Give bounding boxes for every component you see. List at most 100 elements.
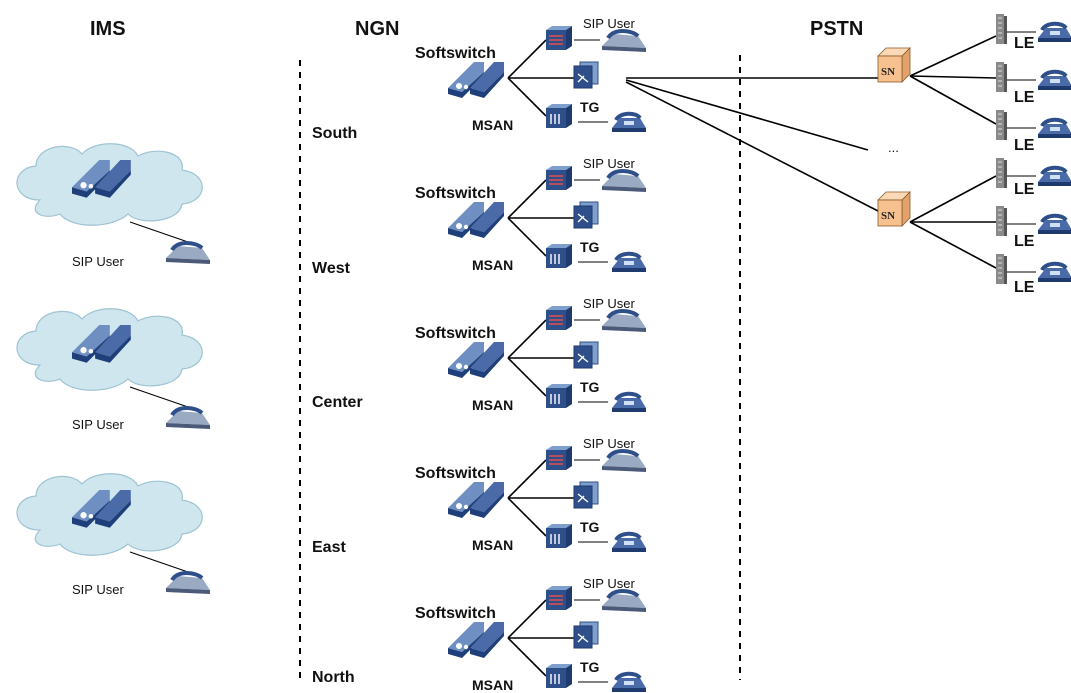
gateway-icon	[573, 201, 599, 229]
le-tower-icon	[995, 109, 1008, 141]
phone-icon	[1036, 261, 1071, 284]
ims-sip-user-label: SIP User	[72, 254, 124, 269]
header-ims: IMS	[90, 18, 126, 40]
sip-server-icon	[545, 445, 573, 471]
softswitch-label: Softswitch	[415, 185, 496, 202]
phone-icon	[610, 251, 648, 274]
phone-icon	[1036, 165, 1071, 188]
phone-icon	[1036, 117, 1071, 140]
sn-node: SN	[877, 191, 911, 227]
sn-label: SN	[881, 66, 895, 78]
ims-sip-user-label: SIP User	[72, 582, 124, 597]
gateway-icon	[573, 61, 599, 89]
sip-server-icon	[545, 25, 573, 51]
msan-icon	[545, 523, 573, 549]
msan-icon	[545, 383, 573, 409]
sip-user-label: SIP User	[583, 156, 635, 171]
msan-icon	[545, 103, 573, 129]
le-node: LE	[995, 109, 1071, 154]
phone-icon	[610, 531, 648, 554]
region-name: Center	[312, 394, 363, 411]
msan-label: MSAN	[472, 537, 513, 553]
sip-user-label: SIP User	[583, 576, 635, 591]
msan-icon	[545, 243, 573, 269]
sip-server-icon	[545, 305, 573, 331]
le-tower-icon	[995, 205, 1008, 237]
sn-label: SN	[881, 210, 895, 222]
phone-icon	[164, 241, 212, 266]
region-name: North	[312, 669, 355, 686]
phone-icon	[610, 111, 648, 134]
le-node: LE	[995, 13, 1071, 52]
phone-icon	[600, 29, 648, 54]
le-node: LE	[995, 157, 1071, 198]
gateway-icon	[573, 341, 599, 369]
tg-label: TG	[580, 239, 600, 255]
pstn-trunk-lines	[625, 77, 881, 213]
le-tower-icon	[995, 61, 1008, 93]
tg-label: TG	[580, 379, 600, 395]
ngn-region: Softswitch SIP User MSAN TG Center	[312, 296, 648, 414]
region-name: West	[312, 260, 351, 277]
gateway-icon	[573, 481, 599, 509]
region-name: South	[312, 125, 357, 142]
softswitch-icon	[448, 482, 504, 518]
le-tower-icon	[995, 253, 1008, 285]
header-ngn: NGN	[355, 18, 399, 40]
msan-label: MSAN	[472, 677, 513, 693]
ims-site: SIP User	[16, 308, 212, 432]
phone-icon	[1036, 213, 1071, 236]
phone-icon	[164, 406, 212, 431]
tg-label: TG	[580, 659, 600, 675]
pstn-ellipsis: ...	[888, 140, 899, 155]
le-node: LE	[995, 61, 1071, 106]
phone-icon	[1036, 69, 1071, 92]
phone-icon	[164, 571, 212, 596]
le-label: LE	[1014, 279, 1035, 296]
phone-icon	[600, 309, 648, 334]
le-node: LE	[995, 253, 1071, 296]
softswitch-label: Softswitch	[415, 465, 496, 482]
phone-icon	[610, 391, 648, 414]
le-label: LE	[1014, 89, 1035, 106]
softswitch-icon	[448, 342, 504, 378]
header-pstn: PSTN	[810, 18, 863, 40]
msan-icon	[545, 663, 573, 689]
le-tower-icon	[995, 157, 1008, 189]
tg-label: TG	[580, 519, 600, 535]
sn-le-links	[909, 35, 997, 269]
gateway-icon	[573, 621, 599, 649]
ngn-region: Softswitch SIP User MSAN TG West	[312, 156, 648, 277]
le-node: LE	[995, 205, 1071, 250]
softswitch-label: Softswitch	[415, 605, 496, 622]
ngn-region: Softswitch SIP User MSAN TG South	[312, 16, 648, 142]
le-tower-icon	[995, 13, 1008, 45]
msan-label: MSAN	[472, 397, 513, 413]
phone-icon	[600, 169, 648, 194]
phone-icon	[610, 671, 648, 693]
sip-server-icon	[545, 165, 573, 191]
ngn-region: Softswitch SIP User MSAN TG East	[312, 436, 648, 556]
ims-site: SIP User	[16, 143, 212, 269]
phone-icon	[600, 449, 648, 474]
sip-user-label: SIP User	[583, 296, 635, 311]
region-name: East	[312, 539, 346, 556]
softswitch-icon	[448, 62, 504, 98]
msan-label: MSAN	[472, 117, 513, 133]
softswitch-label: Softswitch	[415, 45, 496, 62]
phone-icon	[1036, 21, 1071, 44]
softswitch-icon	[448, 622, 504, 658]
le-label: LE	[1014, 137, 1035, 154]
softswitch-label: Softswitch	[415, 325, 496, 342]
sip-server-icon	[545, 585, 573, 611]
le-label: LE	[1014, 35, 1035, 52]
sip-user-label: SIP User	[583, 16, 635, 31]
sn-node: SN	[877, 47, 911, 83]
ngn-region: Softswitch SIP User MSAN TG North	[312, 576, 648, 693]
ims-sip-user-label: SIP User	[72, 417, 124, 432]
phone-icon	[600, 589, 648, 614]
ims-site: SIP User	[16, 473, 212, 597]
softswitch-icon	[448, 202, 504, 238]
sip-user-label: SIP User	[583, 436, 635, 451]
